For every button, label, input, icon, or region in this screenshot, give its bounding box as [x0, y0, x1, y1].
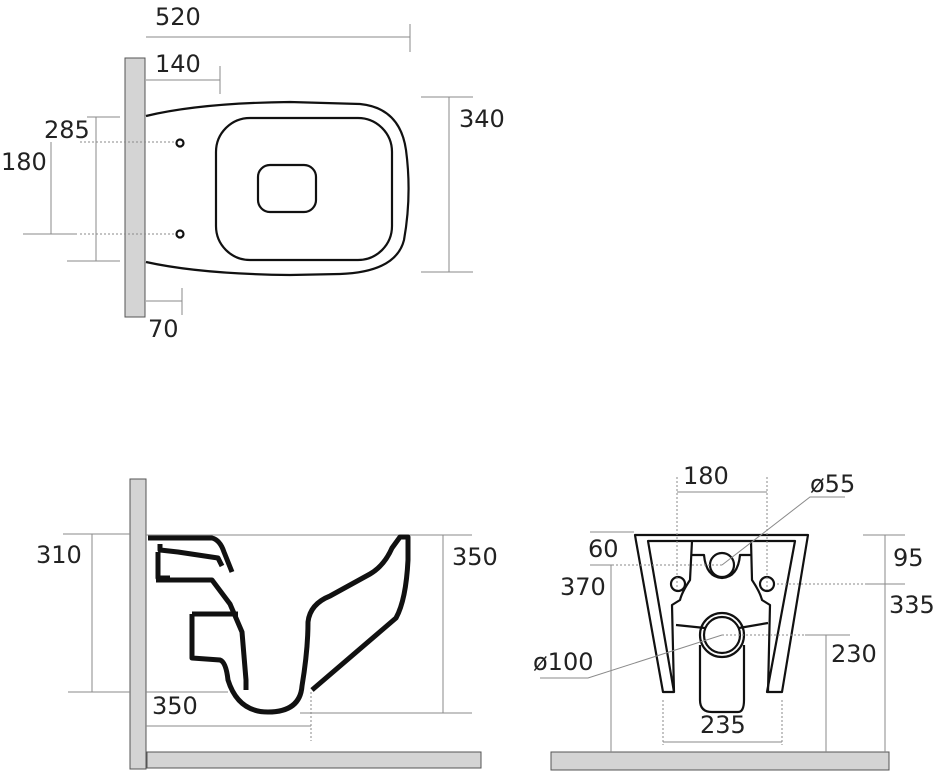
dim-180-front: 180: [683, 462, 729, 490]
dim-235: 235: [700, 711, 746, 739]
outlet-spigot: [698, 645, 746, 714]
dim-335: 335: [889, 591, 935, 619]
dim-95: 95: [893, 544, 924, 572]
seat-inner: [256, 163, 318, 214]
dim-350-height: 350: [452, 543, 498, 571]
bowl-profile-side: [148, 534, 411, 715]
dim-340: 340: [459, 105, 505, 133]
floor-side-view: [146, 751, 482, 769]
dim-diameter-100: ø100: [533, 648, 594, 676]
dim-140: 140: [155, 50, 201, 78]
wall-top-view: [124, 57, 146, 318]
fixing-hole-right: [758, 575, 776, 593]
dim-60: 60: [588, 535, 619, 563]
dim-370: 370: [560, 573, 606, 601]
bowl-outline-top: [145, 100, 410, 277]
dim-diameter-55: ø55: [810, 470, 855, 498]
fixing-hole: [175, 229, 185, 239]
dim-310: 310: [36, 541, 82, 569]
top-view: 520 140 340 285 180 70: [1, 3, 505, 343]
bowl-outline-front: [633, 533, 810, 694]
dim-180: 180: [1, 148, 47, 176]
side-view: 310 350 350: [36, 478, 498, 770]
fixing-hole: [175, 138, 185, 148]
seat-outline: [214, 116, 394, 262]
floor-front-view: [550, 751, 890, 771]
dim-520: 520: [155, 3, 201, 31]
dim-350-depth: 350: [152, 692, 198, 720]
dim-285: 285: [44, 116, 90, 144]
dim-70: 70: [148, 315, 179, 343]
wall-side-view: [129, 478, 147, 770]
fixing-hole-left: [669, 575, 687, 593]
dim-230: 230: [831, 640, 877, 668]
front-view: 180 ø55 60 370 95 335 230 ø100 235: [533, 462, 935, 771]
